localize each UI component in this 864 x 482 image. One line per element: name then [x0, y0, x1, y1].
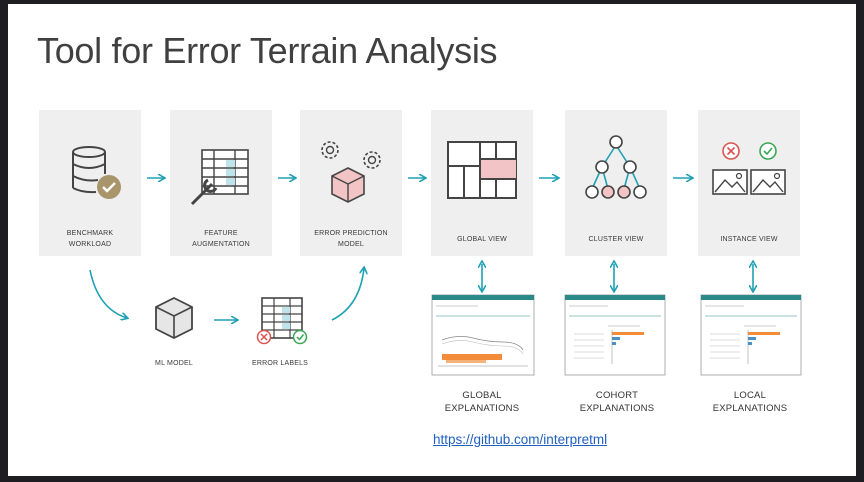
- step-box-benchmark: [39, 110, 141, 256]
- explanation-label-cohort-1: COHORT: [596, 390, 638, 401]
- step-label-error-prediction-1: ERROR PREDICTION: [314, 230, 388, 237]
- database-check-icon: [72, 146, 106, 194]
- step-label-feature-1: FEATURE: [204, 230, 238, 237]
- check-badge-icon: [97, 175, 121, 199]
- step-label-error-prediction-2: MODEL: [338, 241, 364, 248]
- images-icon: [712, 142, 786, 195]
- interpretml-link[interactable]: https://github.com/interpretml: [433, 432, 608, 447]
- step-label-cluster-view: CLUSTER VIEW: [589, 236, 644, 243]
- step-label-feature-2: AUGMENTATION: [192, 241, 250, 248]
- local-explanation-thumbnail: [700, 294, 802, 376]
- slide: Tool for Error Terrain Analysis: [8, 4, 856, 476]
- table-wrench-icon: [190, 149, 249, 206]
- gears-cube-icon: [321, 141, 381, 203]
- treemap-icon: [447, 141, 517, 199]
- curved-arrow-down: [89, 269, 127, 318]
- step-label-benchmark-2: WORKLOAD: [69, 241, 111, 248]
- explanation-label-global-1: GLOBAL: [462, 390, 501, 401]
- explanation-label-cohort-2: EXPLANATIONS: [580, 403, 655, 414]
- error-labels-label: ERROR LABELS: [252, 360, 308, 367]
- cohort-explanation-thumbnail: [564, 294, 666, 376]
- tree-icon: [585, 135, 647, 199]
- pipeline-diagram: BENCHMARK WORKLOAD FEATURE AUGMENTATION …: [39, 110, 802, 414]
- step-box-cluster-view: [565, 110, 667, 256]
- ml-model-cube-icon: [155, 296, 193, 340]
- step-label-instance-view: INSTANCE VIEW: [720, 236, 778, 243]
- explanation-label-local-1: LOCAL: [734, 390, 766, 401]
- explanation-label-local-2: EXPLANATIONS: [713, 403, 788, 414]
- ml-model-label: ML MODEL: [155, 360, 193, 367]
- explanation-label-global-2: EXPLANATIONS: [445, 403, 520, 414]
- curved-arrow-up: [331, 268, 364, 321]
- global-explanation-thumbnail: [431, 294, 535, 376]
- step-label-global-view: GLOBAL VIEW: [457, 236, 507, 243]
- error-labels-table-icon: [256, 297, 308, 345]
- slide-title: Tool for Error Terrain Analysis: [37, 30, 498, 71]
- step-label-benchmark-1: BENCHMARK: [67, 230, 114, 237]
